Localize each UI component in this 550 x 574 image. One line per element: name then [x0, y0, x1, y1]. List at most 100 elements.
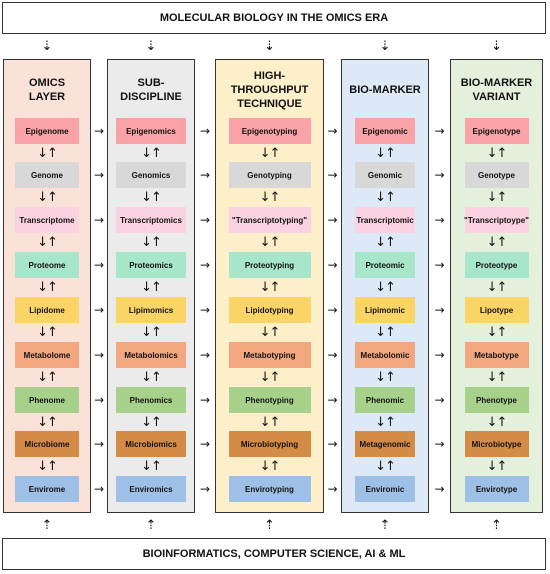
right-arrow-icon: → — [327, 482, 338, 496]
box-omics-layer-1: Epigenome — [15, 118, 79, 144]
right-arrow-icon: → — [199, 168, 211, 182]
box-sub-discipline-1: Epigenomics — [116, 118, 186, 144]
bidirectional-arrow-icon: ↓↑ — [375, 190, 396, 205]
right-arrow-icon: → — [93, 482, 105, 496]
dotted-up-arrow-icon: ⇡ — [145, 518, 157, 533]
box-high-throughput-technique-5: Lipidotyping — [228, 297, 311, 323]
box-omics-layer-2: Genome — [15, 162, 79, 188]
dotted-up-arrow-icon: ⇡ — [41, 518, 53, 533]
box-bio-marker-2: Genomic — [355, 162, 415, 188]
right-arrow-icon: → — [327, 348, 338, 362]
bidirectional-arrow-icon: ↓↑ — [259, 235, 281, 250]
box-sub-discipline-7: Phenomics — [116, 387, 186, 413]
box-omics-layer-5: Lipidome — [15, 297, 79, 323]
dotted-down-arrow-icon: ⇣ — [491, 39, 502, 54]
bidirectional-arrow-icon: ↓↑ — [486, 145, 508, 161]
bidirectional-arrow-icon: ↓↑ — [259, 190, 281, 205]
bidirectional-arrow-icon: ↓↑ — [486, 190, 508, 205]
box-sub-discipline-3: Transcriptomics — [116, 207, 186, 233]
bidirectional-arrow-icon: ↓↑ — [486, 459, 508, 474]
bidirectional-arrow-icon: ↓↑ — [375, 370, 396, 385]
box-high-throughput-technique-1: Epigenotyping — [228, 118, 311, 144]
bidirectional-arrow-icon: ↓↑ — [259, 145, 281, 161]
right-arrow-icon: → — [434, 437, 445, 451]
box-sub-discipline-6: Metabolomics — [116, 342, 186, 368]
box-bio-marker-variant-9: Envirotype — [464, 476, 529, 502]
bidirectional-arrow-icon: ↓↑ — [141, 414, 162, 430]
bidirectional-arrow-icon: ↓↑ — [486, 235, 508, 250]
bidirectional-arrow-icon: ↓↑ — [37, 235, 58, 250]
bidirectional-arrow-icon: ↓↑ — [259, 370, 281, 385]
bidirectional-arrow-icon: ↓↑ — [37, 414, 58, 430]
box-sub-discipline-2: Genomics — [116, 162, 186, 188]
top-arrow-row: ⇣⇣⇣⇣⇣ — [0, 36, 550, 58]
bidirectional-arrow-icon: ↓↑ — [141, 190, 162, 205]
bidirectional-arrow-icon: ↓↑ — [141, 459, 162, 474]
dotted-up-arrow-icon: ⇡ — [264, 518, 275, 533]
bidirectional-arrow-icon: ↓↑ — [141, 280, 162, 295]
bidirectional-arrow-icon: ↓↑ — [375, 459, 396, 474]
diagram-title: MOLECULAR BIOLOGY IN THE OMICS ERA — [159, 12, 389, 24]
column-header-sub-discipline: SUB- DISCIPLINE — [120, 77, 182, 103]
bidirectional-arrow-icon: ↓↑ — [141, 325, 162, 340]
right-arrow-icon: → — [434, 303, 445, 317]
bidirectional-arrow-icon: ↓↑ — [486, 370, 508, 385]
right-arrow-icon: → — [199, 437, 211, 451]
box-sub-discipline-8: Microbiomics — [116, 431, 186, 457]
box-bio-marker-variant-6: Metabotype — [464, 342, 529, 368]
dotted-down-arrow-icon: ⇣ — [264, 39, 275, 54]
dotted-down-arrow-icon: ⇣ — [41, 39, 53, 54]
dotted-down-arrow-icon: ⇣ — [145, 39, 157, 54]
dotted-up-arrow-icon: ⇡ — [379, 518, 391, 533]
bidirectional-arrow-icon: ↓↑ — [375, 280, 396, 295]
column-header-bio-marker: BIO-MARKER — [349, 84, 421, 96]
box-bio-marker-variant-2: Genotype — [464, 162, 529, 188]
bottom-arrow-row: ⇡ ⇡ ⇡ ⇡ ⇡ — [0, 515, 550, 537]
box-bio-marker-variant-1: Epigenotype — [464, 118, 529, 144]
right-arrow-icon: → — [93, 303, 105, 317]
bidirectional-arrow-icon: ↓↑ — [37, 325, 58, 340]
column-header-bio-marker-variant: BIO-MARKER VARIANT — [460, 77, 533, 103]
right-arrow-icon: → — [327, 393, 338, 407]
dotted-up-arrow-icon: ⇡ — [491, 518, 502, 533]
right-arrow-icon: → — [434, 213, 445, 227]
right-arrow-icon: → — [434, 393, 445, 407]
bidirectional-arrow-icon: ↓↑ — [37, 280, 58, 295]
right-arrow-icon: → — [93, 213, 105, 227]
right-arrow-icon: → — [434, 348, 445, 362]
right-arrow-icon: → — [327, 303, 338, 317]
right-arrow-icon: → — [93, 393, 105, 407]
bidirectional-arrow-icon: ↓↑ — [37, 190, 58, 205]
bidirectional-arrow-icon: ↓↑ — [259, 280, 281, 295]
box-bio-marker-variant-5: Lipotype — [464, 297, 529, 323]
bottom-banner: BIOINFORMATICS, COMPUTER SCIENCE, AI & M… — [2, 538, 546, 570]
box-bio-marker-4: Proteomic — [355, 252, 415, 278]
top-banner: MOLECULAR BIOLOGY IN THE OMICS ERA — [2, 2, 546, 34]
bidirectional-arrow-icon: ↓↑ — [375, 414, 396, 430]
box-bio-marker-9: Enviromic — [355, 476, 415, 502]
bidirectional-arrow-icon: ↓↑ — [141, 235, 162, 250]
box-bio-marker-variant-8: Microbiotype — [464, 431, 529, 457]
right-arrow-icon: → — [327, 437, 338, 451]
right-arrow-icon: → — [199, 482, 211, 496]
right-arrow-icon: → — [93, 168, 105, 182]
box-omics-layer-4: Proteome — [15, 252, 79, 278]
right-arrow-icon: → — [327, 213, 338, 227]
column-header-high-throughput-technique: HIGH- THROUGHPUT TECHNIQUE — [230, 70, 309, 110]
box-bio-marker-1: Epigenomic — [355, 118, 415, 144]
right-arrow-icon: → — [434, 258, 445, 272]
box-high-throughput-technique-3: "Transcriptotyping" — [228, 207, 311, 233]
box-high-throughput-technique-8: Microbiotyping — [228, 431, 311, 457]
right-arrow-icon: → — [199, 348, 211, 362]
right-arrow-icon: → — [199, 258, 211, 272]
bidirectional-arrow-icon: ↓↑ — [375, 235, 396, 250]
right-arrow-icon: → — [199, 303, 211, 317]
box-sub-discipline-5: Lipimomics — [116, 297, 186, 323]
bidirectional-arrow-icon: ↓↑ — [37, 370, 58, 385]
box-bio-marker-5: Lipimomic — [355, 297, 415, 323]
box-high-throughput-technique-7: Phenotyping — [228, 387, 311, 413]
diagram-footer: BIOINFORMATICS, COMPUTER SCIENCE, AI & M… — [142, 548, 406, 560]
